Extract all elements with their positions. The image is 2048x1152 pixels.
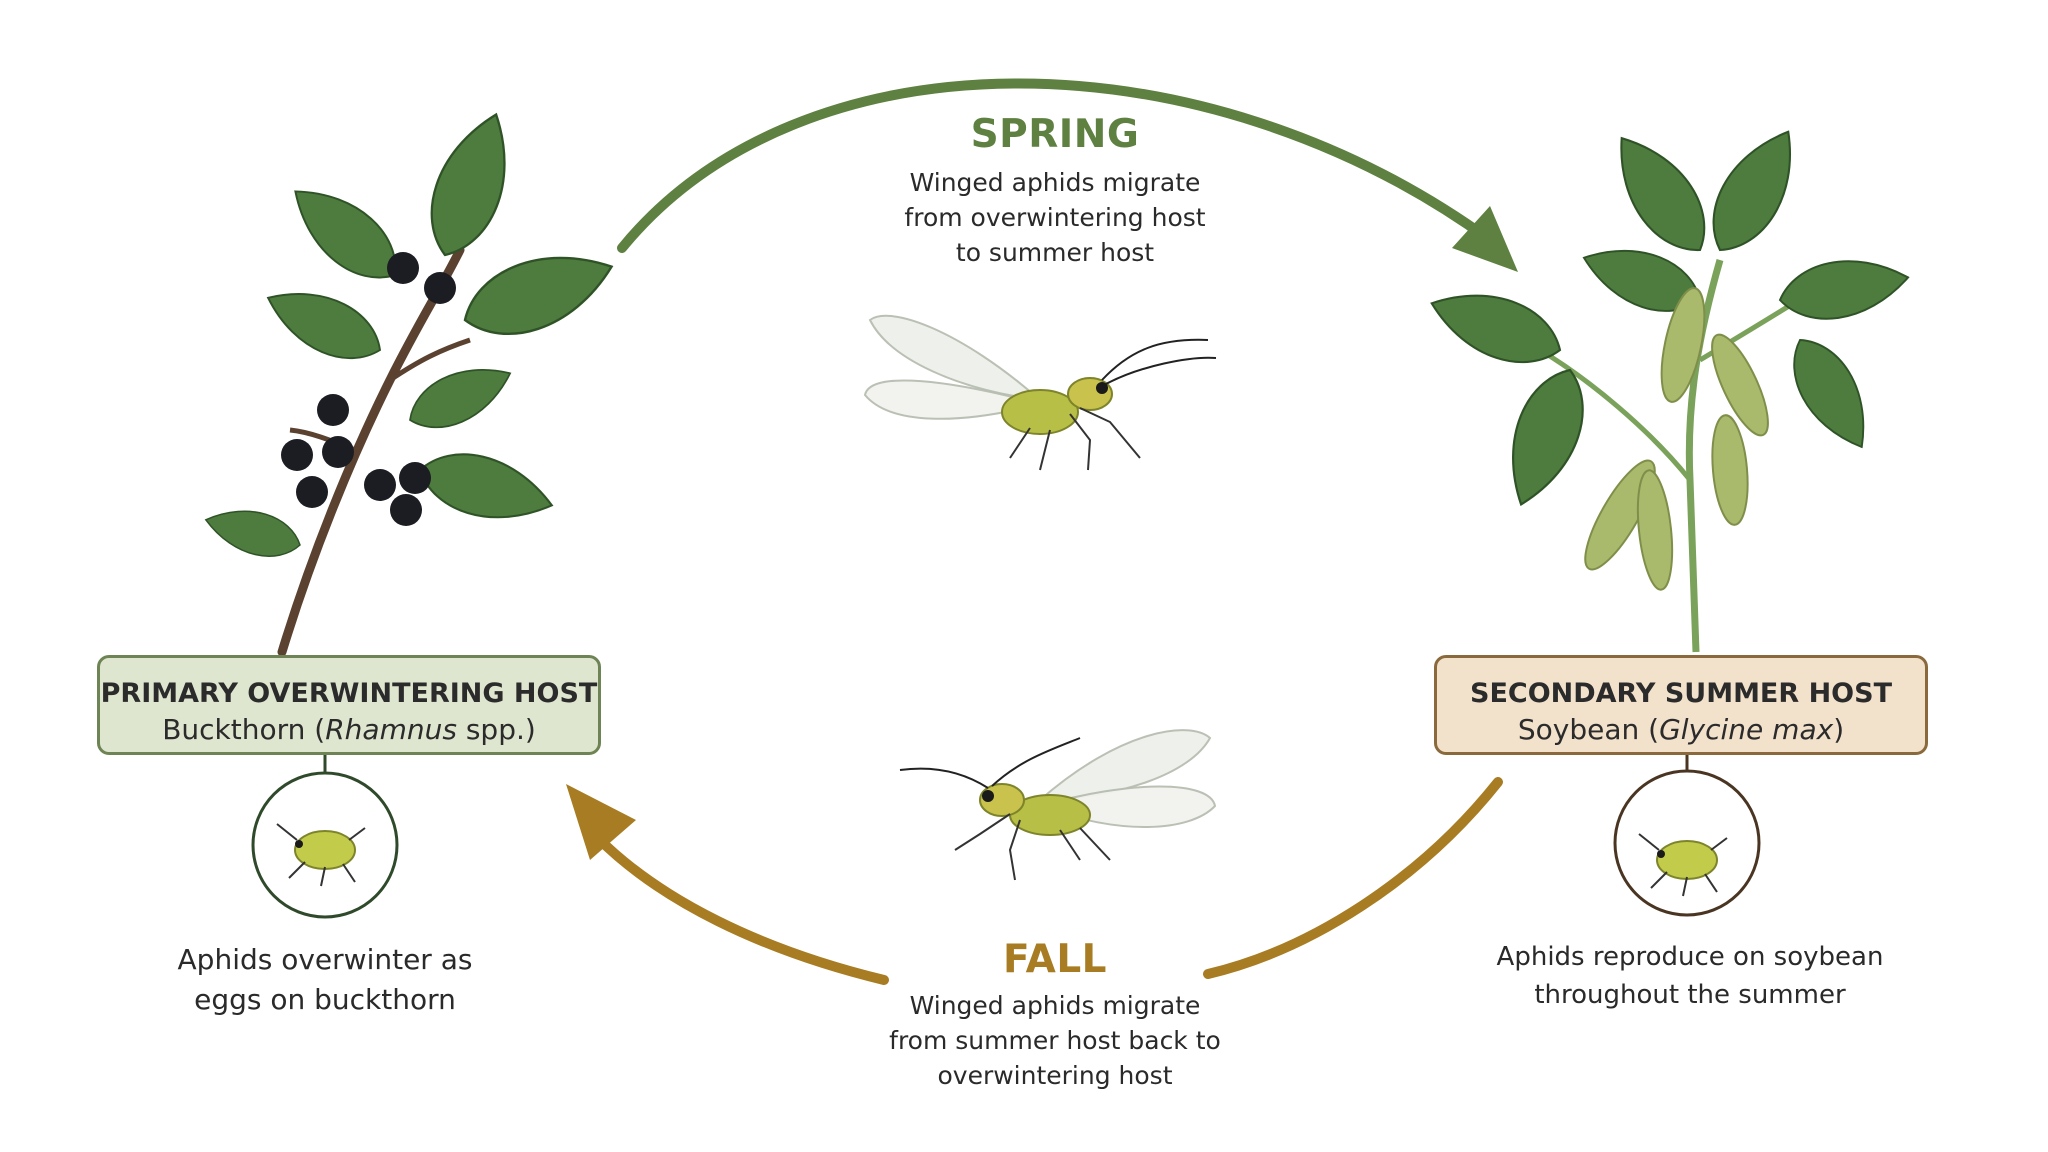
secondary-host-box: SECONDARY SUMMER HOST Soybean (Glycine m… (1434, 655, 1928, 755)
secondary-host-latin-name: Glycine max (1659, 713, 1834, 746)
spring-arrowhead (1452, 206, 1518, 272)
primary-caption-line-1: Aphids overwinter as (177, 943, 473, 976)
primary-host-common-name: Buckthorn ( (162, 713, 326, 746)
fall-arrowhead (566, 784, 636, 860)
fall-title: FALL (1002, 937, 1108, 982)
primary-host-latin-name: Rhamnus (325, 713, 457, 746)
buckthorn-illustration (199, 102, 625, 657)
fall-line-1: Winged aphids migrate (909, 991, 1201, 1020)
secondary-host-name: Soybean (Glycine max) (1437, 713, 1925, 746)
primary-caption-line-2: eggs on buckthorn (194, 983, 456, 1016)
fall-line-3: overwintering host (937, 1061, 1173, 1090)
secondary-host-heading: SECONDARY SUMMER HOST (1470, 678, 1892, 709)
primary-host-name-suffix: spp.) (456, 713, 536, 746)
fall-line-2: from summer host back to (889, 1026, 1221, 1055)
spring-line-2: from overwintering host (904, 203, 1206, 232)
buckthorn-berries (281, 252, 456, 526)
winged-aphid-spring (863, 314, 1217, 471)
secondary-host-caption: Aphids reproduce on soybean throughout t… (1470, 938, 1910, 1014)
primary-host-caption: Aphids overwinter as eggs on buckthorn (125, 940, 525, 1020)
secondary-host-name-suffix: ) (1833, 713, 1845, 746)
spring-migration-arrow (617, 78, 1495, 253)
secondary-caption-line-1: Aphids reproduce on soybean (1496, 942, 1884, 972)
fall-description: Winged aphids migrate from summer host b… (855, 988, 1255, 1093)
primary-host-heading: PRIMARY OVERWINTERING HOST (100, 678, 598, 709)
wingless-aphid-primary (276, 823, 366, 887)
winged-aphid-fall (899, 729, 1217, 881)
wingless-aphid-secondary (1638, 833, 1728, 897)
soybean-pods (1584, 287, 1769, 591)
secondary-host-common-name: Soybean ( (1517, 713, 1660, 746)
secondary-caption-line-2: throughout the summer (1534, 980, 1846, 1010)
soybean-illustration (1420, 116, 1914, 653)
spring-title: SPRING (970, 112, 1140, 157)
spring-line-3: to summer host (955, 238, 1155, 267)
fall-migration-arrow-right (1203, 777, 1503, 979)
spring-line-1: Winged aphids migrate (909, 168, 1201, 197)
primary-host-name: Buckthorn (Rhamnus spp.) (100, 713, 598, 746)
fall-migration-arrow-left (593, 833, 889, 985)
primary-host-box: PRIMARY OVERWINTERING HOST Buckthorn (Rh… (97, 655, 601, 755)
spring-description: Winged aphids migrate from overwintering… (855, 165, 1255, 270)
